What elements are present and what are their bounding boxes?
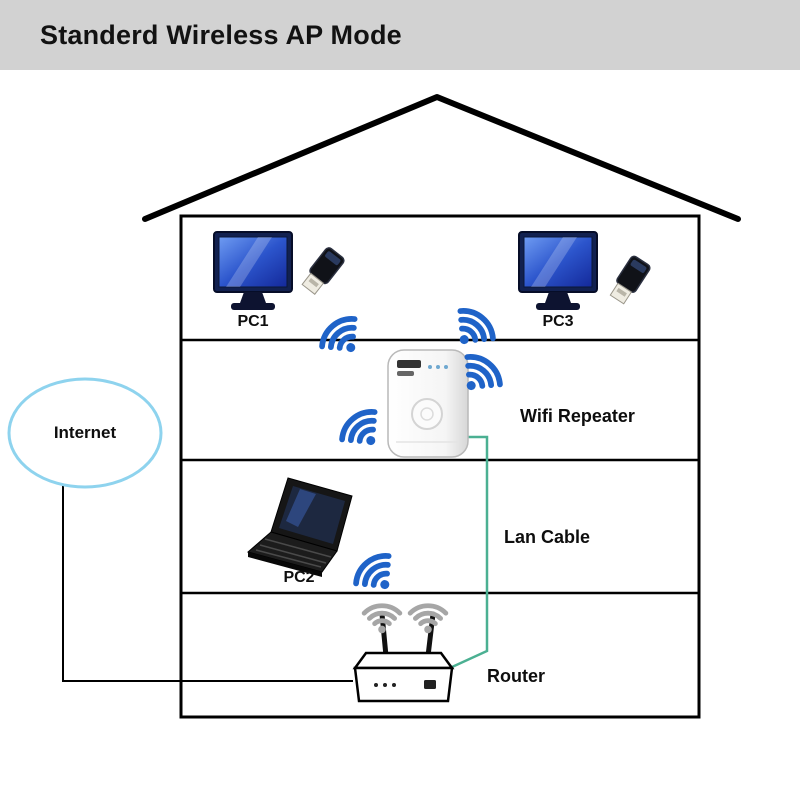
router-port [424, 680, 436, 689]
house-roof [142, 94, 741, 222]
pc3-usb-wifi-adapter-icon [607, 254, 653, 307]
pc2-label: PC2 [283, 569, 315, 586]
internet-to-router-line [62, 484, 353, 682]
internet-label: Internet [53, 423, 117, 442]
wifi-signal-pc1-icon [316, 312, 370, 364]
pc3-label: PC3 [542, 313, 574, 330]
lan-cable-line [451, 435, 489, 669]
wifi-signal-repeater-left-icon [336, 405, 390, 457]
router-label: Router [487, 666, 545, 686]
repeater-led [436, 365, 440, 369]
wifi-signal-router-right-icon [410, 606, 446, 633]
router-led [383, 683, 387, 687]
pc1-monitor-icon [213, 231, 293, 311]
router-led [374, 683, 378, 687]
repeater-led [428, 365, 432, 369]
house-walls [179, 214, 701, 719]
pc3-monitor-icon [518, 231, 598, 311]
repeater-led [444, 365, 448, 369]
wifi-repeater-label: Wifi Repeater [520, 406, 635, 426]
router-led [392, 683, 396, 687]
title-bar: Standerd Wireless AP Mode [0, 0, 800, 70]
lan-cable-label: Lan Cable [504, 527, 591, 547]
router-icon [352, 611, 455, 703]
wifi-repeater-device [387, 349, 469, 458]
internet-cloud [7, 377, 163, 489]
house-outline [142, 94, 741, 719]
repeater-wps-button [411, 398, 443, 430]
pc1-usb-wifi-adapter-icon [299, 245, 347, 297]
repeater-logo [397, 360, 421, 368]
pc2-laptop-icon [246, 477, 353, 577]
page-title: Standerd Wireless AP Mode [40, 19, 402, 50]
pc1-label: PC1 [237, 313, 269, 330]
wifi-signal-router-left-icon [364, 606, 400, 633]
wifi-signal-pc3-icon [445, 304, 499, 356]
